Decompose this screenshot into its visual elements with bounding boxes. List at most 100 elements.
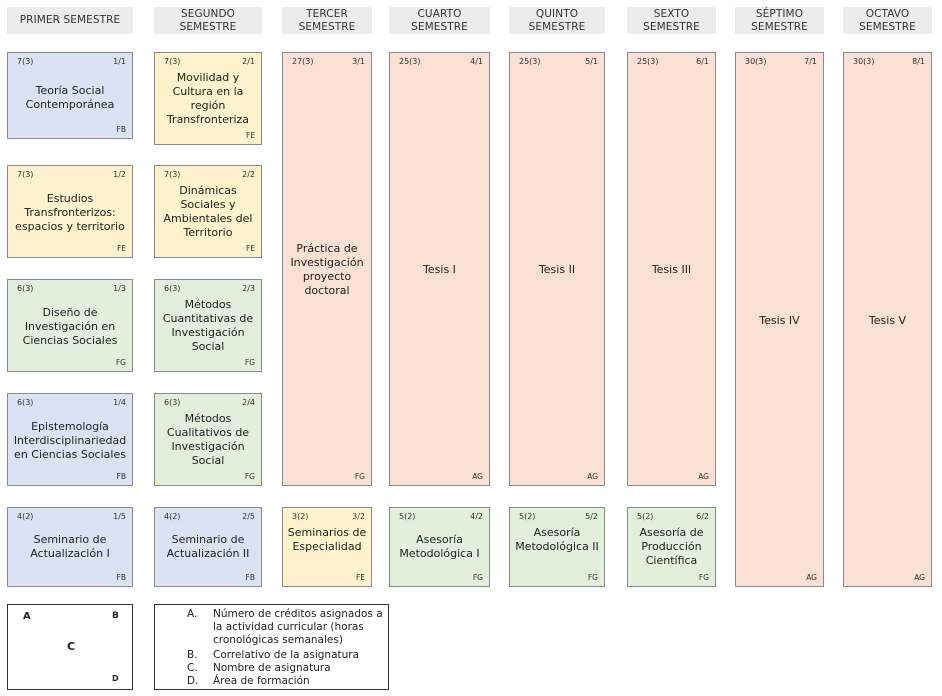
legend-sample-box: A B C D <box>7 604 133 690</box>
course-name: Estudios Transfronterizos: espacios y te… <box>15 192 125 233</box>
legend-key: C. <box>187 662 198 674</box>
course-box-6-1: 25(3) 6/1 Tesis III AG <box>627 52 716 486</box>
course-code: 2/2 <box>242 170 255 179</box>
course-credits: 5(2) <box>519 512 536 521</box>
course-area: FE <box>116 244 126 253</box>
course-box-3-1: 27(3) 3/1 Práctica de Investigación proy… <box>282 52 372 486</box>
course-area: FG <box>244 472 255 481</box>
course-name: Asesoría de Producción Científica <box>639 526 704 567</box>
legend-text: Nombre de asignatura <box>213 662 331 674</box>
legend-key: B. <box>187 649 198 661</box>
legend-text: Área de formación <box>213 675 310 687</box>
semester-header-2: SEGUNDO SEMESTRE <box>154 7 262 34</box>
course-area: FG <box>698 573 709 582</box>
course-code: 1/2 <box>113 170 126 179</box>
course-code: 4/1 <box>470 57 483 66</box>
course-credits: 6(3) <box>164 398 181 407</box>
course-area: AG <box>472 472 483 481</box>
course-code: 1/1 <box>113 57 126 66</box>
course-area: FB <box>116 125 126 134</box>
course-box-2-5: 4(2) 2/5 Seminario de Actualización II F… <box>154 507 262 587</box>
course-code: 5/1 <box>585 57 598 66</box>
course-credits: 4(2) <box>164 512 181 521</box>
course-code: 6/2 <box>696 512 709 521</box>
legend-sample-a: A <box>23 611 31 622</box>
course-credits: 3(2) <box>292 512 309 521</box>
course-name: Seminario de Actualización I <box>30 533 110 560</box>
course-area: FE <box>245 244 255 253</box>
course-credits: 6(3) <box>17 284 34 293</box>
course-name: Tesis II <box>538 263 576 276</box>
legend-key: A. <box>187 608 198 620</box>
course-code: 1/4 <box>113 398 126 407</box>
course-box-7-1: 30(3) 7/1 Tesis IV AG <box>735 52 824 587</box>
course-area: FG <box>354 472 365 481</box>
course-credits: 7(3) <box>164 170 181 179</box>
course-credits: 30(3) <box>745 57 767 66</box>
course-code: 2/5 <box>242 512 255 521</box>
course-code: 2/1 <box>242 57 255 66</box>
course-credits: 6(3) <box>164 284 181 293</box>
semester-header-8: OCTAVO SEMESTRE <box>843 7 932 34</box>
course-code: 6/1 <box>696 57 709 66</box>
course-area: FG <box>244 358 255 367</box>
course-code: 1/5 <box>113 512 126 521</box>
course-code: 3/1 <box>352 57 365 66</box>
course-area: FG <box>115 358 126 367</box>
course-code: 3/2 <box>352 512 365 521</box>
course-area: FB <box>116 472 126 481</box>
course-name: Dinámicas Sociales y Ambientales del Ter… <box>163 184 253 239</box>
legend-key: D. <box>187 675 199 687</box>
legend-sample-b: B <box>112 611 119 621</box>
course-box-4-2: 5(2) 4/2 Asesoría Metodológica I FG <box>389 507 490 587</box>
course-credits: 25(3) <box>637 57 659 66</box>
legend-text: Número de créditos asignados a la activi… <box>213 608 383 646</box>
course-credits: 7(3) <box>17 57 34 66</box>
course-area: FE <box>245 131 255 140</box>
course-name: Seminarios de Especialidad <box>287 526 367 553</box>
course-credits: 5(2) <box>637 512 654 521</box>
course-box-1-3: 6(3) 1/3 Diseño de Investigación en Cien… <box>7 279 133 372</box>
course-code: 7/1 <box>804 57 817 66</box>
legend-text: Correlativo de la asignatura <box>213 649 360 661</box>
course-credits: 4(2) <box>17 512 34 521</box>
course-credits: 27(3) <box>292 57 314 66</box>
course-name: Práctica de Investigación proyecto docto… <box>290 242 364 297</box>
course-box-1-1: 7(3) 1/1 Teoría Social Contemporánea FB <box>7 52 133 139</box>
course-box-1-4: 6(3) 1/4 Epistemología Interdisciplinari… <box>7 393 133 486</box>
course-name: Tesis IV <box>759 314 800 327</box>
course-credits: 6(3) <box>17 398 34 407</box>
course-area: FG <box>587 573 598 582</box>
course-box-8-1: 30(3) 8/1 Tesis V AG <box>843 52 932 587</box>
course-name: Movilidad y Cultura en la región Transfr… <box>166 71 250 126</box>
course-box-2-1: 7(3) 2/1 Movilidad y Cultura en la regió… <box>154 52 262 145</box>
course-name: Tesis V <box>868 314 907 327</box>
course-area: FG <box>472 573 483 582</box>
course-name: Epistemología Interdisciplinariedad en C… <box>13 420 127 461</box>
course-credits: 25(3) <box>399 57 421 66</box>
course-code: 5/2 <box>585 512 598 521</box>
course-name: Asesoría Metodológica I <box>399 533 480 560</box>
course-box-2-4: 6(3) 2/4 Métodos Cualitativos de Investi… <box>154 393 262 486</box>
course-credits: 7(3) <box>164 57 181 66</box>
course-box-1-5: 4(2) 1/5 Seminario de Actualización I FB <box>7 507 133 587</box>
course-area: FB <box>116 573 126 582</box>
course-area: AG <box>806 573 817 582</box>
course-name: Tesis III <box>651 263 692 276</box>
course-box-3-2: 3(2) 3/2 Seminarios de Especialidad FE <box>282 507 372 587</box>
course-box-6-2: 5(2) 6/2 Asesoría de Producción Científi… <box>627 507 716 587</box>
course-name: Diseño de Investigación en Ciencias Soci… <box>22 306 118 347</box>
course-credits: 30(3) <box>853 57 875 66</box>
course-name: Métodos Cuantitativas de Investigación S… <box>162 298 254 353</box>
course-credits: 5(2) <box>399 512 416 521</box>
course-credits: 25(3) <box>519 57 541 66</box>
semester-header-1: PRIMER SEMESTRE <box>7 7 133 34</box>
semester-header-5: QUINTO SEMESTRE <box>509 7 605 34</box>
legend-list: A. Número de créditos asignados a la act… <box>154 604 389 690</box>
course-code: 1/3 <box>113 284 126 293</box>
course-name: Teoría Social Contemporánea <box>25 84 115 111</box>
semester-header-3: TERCER SEMESTRE <box>282 7 372 34</box>
course-area: FE <box>355 573 365 582</box>
course-box-1-2: 7(3) 1/2 Estudios Transfronterizos: espa… <box>7 165 133 258</box>
course-name: Asesoría Metodológica II <box>515 526 599 553</box>
